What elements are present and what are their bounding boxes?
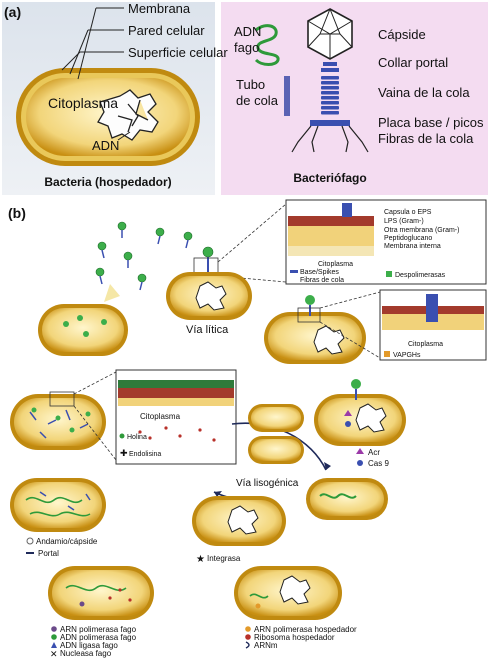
phage-diagram: ADN fago Cápside Collar portal Tubo de c… (234, 8, 484, 185)
phage-tail-fibers (291, 125, 369, 153)
replication-cell (48, 566, 154, 620)
label-phage-dna-2: fago (234, 40, 259, 55)
legend-right-0: ARN polimerasa hospedador (254, 625, 357, 634)
label-membrane: Membrana (128, 1, 191, 16)
label-lytic: Vía lítica (186, 324, 229, 336)
integrase-icon: ★ (196, 554, 205, 565)
inset-right-cytoplasm: Citoplasma (408, 341, 443, 348)
nuclease-icon: ✕ (50, 649, 58, 659)
assembly-cell (10, 478, 106, 532)
cas9-icon (357, 460, 363, 466)
inset-top-legend-1: LPS (Gram-) (384, 218, 424, 225)
legend-phage-enzymes: ARN polimerasa fago ADN polimerasa fago … (50, 625, 137, 659)
lytic-burst-cell (38, 284, 128, 356)
legend-right-1: Ribosoma hospedador (254, 633, 335, 642)
label-cell-wall: Pared celular (128, 23, 205, 38)
inset-top-legend-0: Capsula o EPS (384, 209, 432, 216)
inset-penetration: Citoplasma VAPGHs (379, 289, 487, 361)
inset-top-depoly: Despolimerasas (395, 272, 446, 279)
bacterium-diagram: Membrana Pared celular Superficie celula… (16, 1, 228, 189)
phage-dna-icon (254, 24, 280, 66)
label-tail-tube-1: Tubo (236, 77, 265, 92)
inset-top-cytoplasm: Citoplasma (318, 261, 353, 268)
panel-a-right-box (221, 2, 488, 195)
label-baseplate: Placa base / picos (378, 115, 484, 130)
label-portal-collar: Collar portal (378, 55, 448, 70)
legend-left-0: ARN polimerasa fago (60, 625, 137, 634)
label-portal: Portal (38, 549, 59, 558)
legend-right-2: ARNm (254, 641, 278, 650)
acr-icon (356, 448, 364, 454)
transcription-cell (234, 566, 342, 620)
label-tail-tube-2: de cola (236, 93, 279, 108)
crispr-cell (314, 379, 406, 446)
inset-top-base: Base/Spikes (300, 269, 339, 276)
panel-a-tag: (a) (4, 4, 21, 20)
phage-baseplate (310, 120, 350, 126)
legend-left-2: ADN ligasa fago (60, 641, 118, 650)
label-holin: Holina (127, 434, 147, 441)
bacterium-dna (97, 89, 159, 141)
inset-lysis: Citoplasma Holina ✚ Endolisina (115, 369, 237, 465)
label-scaffold: Andamio/cápside (36, 537, 98, 546)
lytic-injection-cell (264, 295, 366, 364)
membrane-leader (77, 7, 97, 80)
inset-receptor-binding: Citoplasma Capsula o EPS LPS (Gram-) Otr… (285, 199, 487, 285)
label-tail-fibers: Fibras de la cola (378, 131, 474, 146)
free-phages (95, 221, 214, 291)
inset-top-legend-2: Otra membrana (Gram-) (384, 227, 459, 234)
endolysin-icon: ✚ (120, 448, 128, 458)
label-integrase: Integrasa (207, 554, 241, 563)
label-dna: ADN (92, 138, 119, 153)
cell-wall-leader (69, 29, 89, 75)
inset-top-legend-4: Membrana interna (384, 243, 441, 250)
phage-portal-collar (323, 62, 337, 66)
label-cas9: Cas 9 (368, 459, 389, 468)
legend-left-3: Nucleasa fago (60, 649, 112, 658)
dna-leader (117, 131, 131, 141)
label-cell-surface: Superficie celular (128, 45, 228, 60)
label-acr: Acr (368, 448, 380, 457)
scaffold-icon (26, 537, 34, 545)
lysogenic-cycle (192, 404, 388, 546)
label-tail-sheath: Vaina de la cola (378, 85, 470, 100)
label-phage-dna-1: ADN (234, 24, 261, 39)
phage-tail-tube (284, 76, 290, 116)
caption-bacteria: Bacteria (hospedador) (44, 175, 171, 189)
label-endolysin: Endolisina (129, 451, 161, 458)
inset-left-cytoplasm: Citoplasma (140, 412, 181, 421)
label-capsid: Cápside (378, 27, 426, 42)
legend-left-1: ADN polimerasa fago (60, 633, 137, 642)
cell-surface-leader (61, 51, 81, 71)
lytic-attach-cell (166, 272, 252, 320)
lysis-cell (10, 391, 106, 450)
inset-right-vapgh: VAPGHs (393, 352, 421, 359)
label-lysogenic: Vía lisogénica (236, 478, 299, 489)
legend-host-machinery: ARN polimerasa hospedador Ribosoma hospe… (245, 625, 357, 650)
caption-phage: Bacteriófago (293, 171, 366, 185)
inset-top-fibers: Fibras de cola (300, 277, 344, 284)
inset-top-legend-3: Peptidoglucano (384, 235, 432, 242)
label-cytoplasm: Citoplasma (48, 95, 118, 111)
panel-b-tag: (b) (8, 205, 26, 221)
phage-tail-sheath (321, 76, 339, 115)
